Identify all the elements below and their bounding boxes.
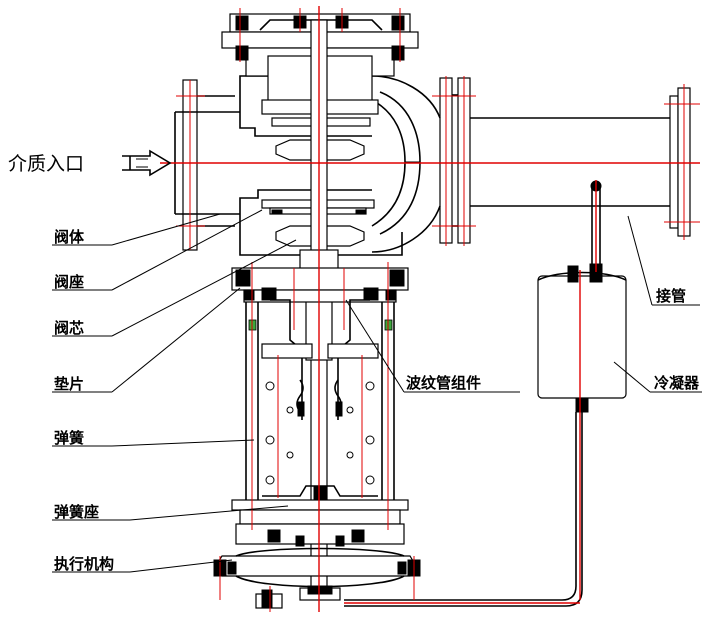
label-valve-core: 阀芯 (54, 319, 84, 337)
outlet-pipe (439, 77, 691, 244)
label-actuator: 执行机构 (54, 555, 114, 573)
label-spring: 弹簧 (54, 429, 84, 447)
label-inlet: 介质入口 (8, 153, 84, 175)
label-spring-seat: 弹簧座 (54, 503, 99, 521)
leader-lines (52, 209, 702, 573)
actuator (213, 523, 421, 609)
spring-housing (245, 299, 395, 500)
label-valve-seat: 阀座 (54, 273, 84, 291)
label-valve-body: 阀体 (54, 228, 85, 246)
bonnet-flange (231, 267, 409, 303)
label-bellows: 波纹管组件 (406, 374, 481, 392)
inlet-arrow-icon (122, 149, 172, 177)
label-gasket: 垫片 (54, 375, 84, 393)
connecting-pipe (344, 180, 602, 607)
label-condenser: 冷凝器 (654, 374, 700, 392)
centerlines (160, 6, 700, 612)
condenser (537, 263, 627, 413)
label-connecting-pipe: 接管 (656, 287, 686, 305)
spring-seat (231, 485, 409, 525)
